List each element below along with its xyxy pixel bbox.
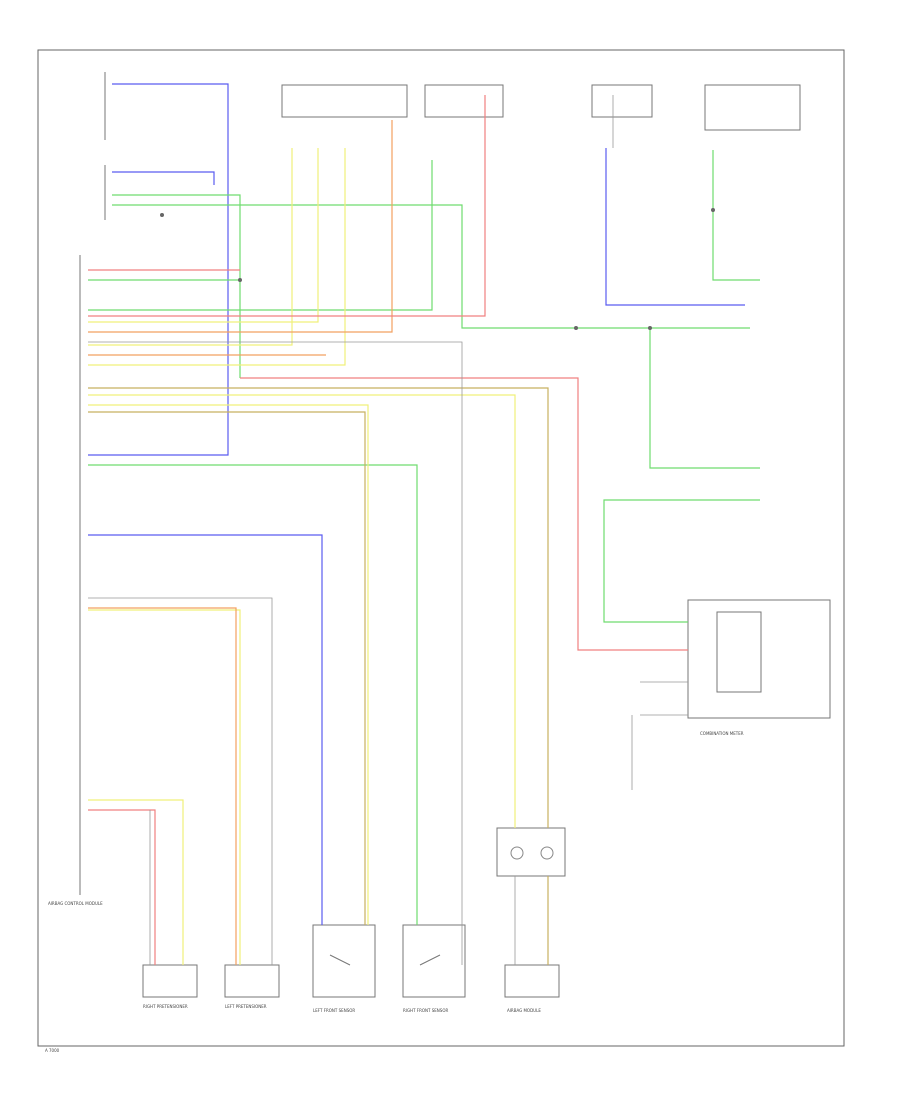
airbag-connector [496, 827, 566, 877]
wire-olive-1 [88, 411, 366, 925]
wire-red-1 [88, 95, 486, 317]
label-left-front-sensor: LEFT FRONT SENSOR [313, 1008, 355, 1013]
wire-red-4 [88, 809, 156, 965]
fuse-box-2 [591, 84, 653, 118]
connector-pin-2 [540, 846, 554, 860]
combination-meter-box [687, 599, 831, 719]
airbag-module-bottom-box [504, 964, 560, 998]
wire-green-1 [112, 194, 241, 378]
label-airbag-module-bottom: AIRBAG MODULE [507, 1008, 541, 1013]
wire-yellow-7 [88, 404, 369, 925]
wire-green-7 [649, 328, 760, 469]
wire-olive-2 [88, 387, 549, 828]
ignition-switch-box [704, 84, 801, 131]
wire-blue-4 [605, 148, 745, 306]
wire-orange-3 [88, 607, 237, 965]
left-sensor-switch [329, 954, 351, 966]
right-front-sensor-box [402, 924, 466, 998]
wire-green-2 [112, 204, 750, 329]
label-left-pretensioner: LEFT PRETENSIONER [225, 1004, 267, 1009]
junction-dot-2 [574, 326, 578, 330]
wire-blue-2 [112, 171, 215, 185]
label-airbag-module: AIRBAG CONTROL MODULE [48, 901, 103, 906]
wire-red-3 [240, 377, 688, 651]
junction-dot-5 [160, 213, 164, 217]
fuse-box-1 [424, 84, 504, 118]
connector-pin-1 [510, 846, 524, 860]
junction-dot-1 [238, 278, 242, 282]
wire-green-5 [88, 464, 418, 925]
wire-yellow-5 [88, 609, 241, 965]
wire-yellow-2 [88, 148, 319, 323]
wire-gray-3 [88, 341, 463, 965]
junction-dot-3 [648, 326, 652, 330]
right-sensor-switch [419, 954, 441, 966]
wire-yellow-6 [88, 799, 184, 965]
wire-green-8 [603, 499, 760, 623]
wire-gray-1 [88, 597, 273, 965]
diagram-frame [37, 49, 845, 1047]
wire-yellow-3 [88, 148, 346, 366]
label-right-pretensioner: RIGHT PRETENSIONER [143, 1004, 188, 1009]
right-pretensioner-box [142, 964, 198, 998]
footer-code: A 7000 [45, 1048, 60, 1053]
label-right-front-sensor: RIGHT FRONT SENSOR [403, 1008, 448, 1013]
label-combination-meter: COMBINATION METER [700, 731, 744, 736]
wire-green-4 [88, 160, 433, 311]
left-front-sensor-box [312, 924, 376, 998]
warning-lamp-box [716, 611, 762, 693]
wire-orange-1 [88, 120, 393, 333]
left-pretensioner-box [224, 964, 280, 998]
wire-yellow-4 [88, 394, 516, 828]
wire-blue-3 [88, 534, 323, 925]
junction-dot-4 [711, 208, 715, 212]
wire-green-6 [712, 150, 760, 281]
wire-yellow-1 [88, 148, 293, 346]
junction-connector-box [281, 84, 408, 118]
